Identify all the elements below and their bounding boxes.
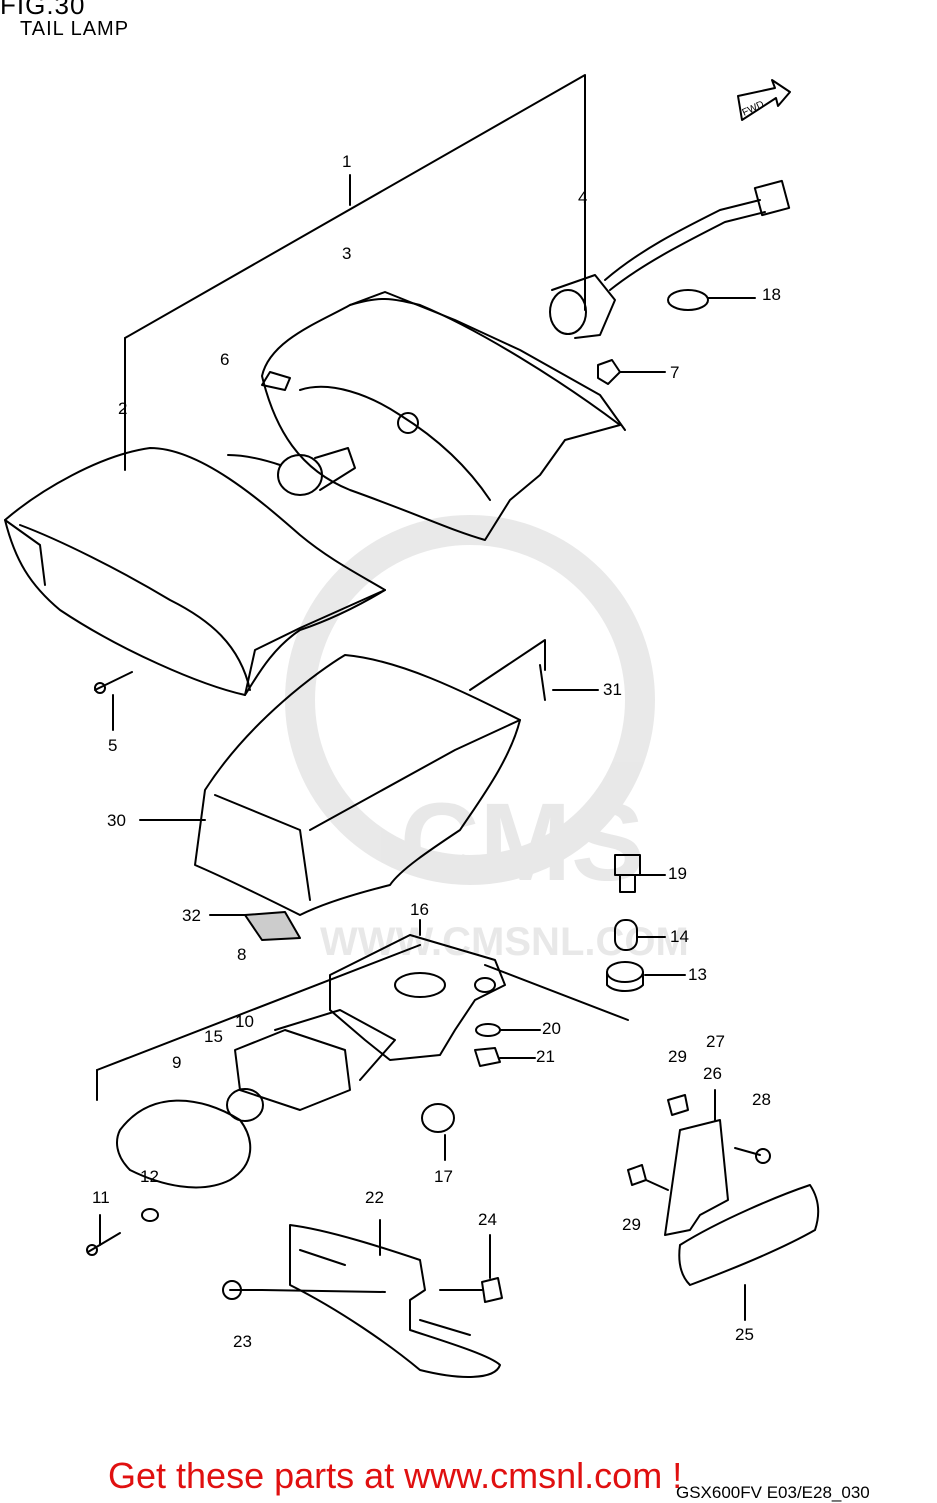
- callout-7: 7: [670, 363, 680, 382]
- callout-25: 25: [735, 1325, 754, 1344]
- callout-20: 20: [542, 1019, 561, 1038]
- part-5-screw: [94, 671, 133, 691]
- part-24-nut: [481, 1277, 503, 1303]
- part-18-grommet: [667, 289, 709, 311]
- part-31-screw: [539, 664, 546, 701]
- callout-11: 11: [92, 1188, 110, 1207]
- callout-32: 32: [182, 906, 201, 925]
- callout-18: 18: [762, 285, 781, 304]
- watermark-url: WWW.CMSNL.COM: [320, 920, 689, 964]
- part-16-bracket: [96, 919, 629, 1101]
- callout-15: 15: [204, 1027, 223, 1046]
- callout-30: 30: [107, 811, 126, 830]
- callout-19: 19: [668, 864, 687, 883]
- callout-21: 21: [536, 1047, 555, 1066]
- part-21-nut: [474, 1047, 501, 1067]
- part-11-screw: [87, 1232, 121, 1253]
- part-6-bulb: [227, 447, 356, 496]
- cms-watermark: CMS WWW.CMSNL.COM: [285, 515, 689, 964]
- callout-24: 24: [478, 1210, 497, 1229]
- callout-22: 22: [365, 1188, 384, 1207]
- callout-31: 31: [603, 680, 622, 699]
- callout-6: 6: [220, 350, 230, 369]
- callout-16: 16: [410, 900, 429, 919]
- callout-14: 14: [670, 927, 689, 946]
- figure-title: TAIL LAMP: [20, 18, 130, 40]
- callout-3: 3: [342, 244, 352, 263]
- part-17-grommet: [421, 1103, 455, 1133]
- callout-27: 27: [706, 1032, 725, 1051]
- part-12-washer: [141, 1208, 159, 1222]
- part-22-license-bracket: [289, 1219, 501, 1378]
- callout-4: 4: [578, 188, 588, 207]
- part-29-nut-upper: [667, 1094, 689, 1116]
- callout-29-upper: 29: [668, 1047, 687, 1066]
- figure-number: FIG.30: [0, 0, 86, 20]
- part-3-lamp-housing: [261, 291, 626, 541]
- callout-12: 12: [140, 1167, 159, 1186]
- part-30-cover: [139, 654, 521, 916]
- part-15-bulb: [226, 1088, 264, 1122]
- callout-5: 5: [108, 736, 118, 755]
- watermark-text: CMS: [400, 781, 644, 904]
- diagram-code: GSX600FV E03/E28_030: [676, 1483, 870, 1502]
- callout-28: 28: [752, 1090, 771, 1109]
- callout-26: 26: [703, 1064, 722, 1083]
- part-2-lens: [4, 447, 386, 696]
- part-25-reflector: [678, 1184, 820, 1321]
- part-14-collar: [614, 919, 638, 951]
- callout-8: 8: [237, 945, 247, 964]
- callout-1: 1: [342, 152, 352, 171]
- part-26-stay: [664, 1089, 729, 1236]
- part-4-socket-harness: [549, 179, 791, 339]
- callout-29-lower: 29: [622, 1215, 641, 1234]
- callout-10: 10: [235, 1012, 254, 1031]
- fwd-arrow-icon: FWD: [737, 79, 791, 121]
- part-7-nut: [597, 359, 621, 385]
- part-13-cushion: [606, 961, 644, 983]
- callout-9: 9: [172, 1053, 182, 1072]
- part-20-washer: [475, 1023, 501, 1037]
- part-9-lens: [116, 1099, 252, 1189]
- callout-13: 13: [688, 965, 707, 984]
- callout-2: 2: [118, 399, 128, 418]
- callout-23: 23: [233, 1332, 252, 1351]
- footer-link[interactable]: Get these parts at www.cmsnl.com !: [108, 1455, 683, 1496]
- part-32-reflector: [244, 911, 301, 941]
- part-29-nut-lower: [627, 1164, 647, 1186]
- callout-17: 17: [434, 1167, 453, 1186]
